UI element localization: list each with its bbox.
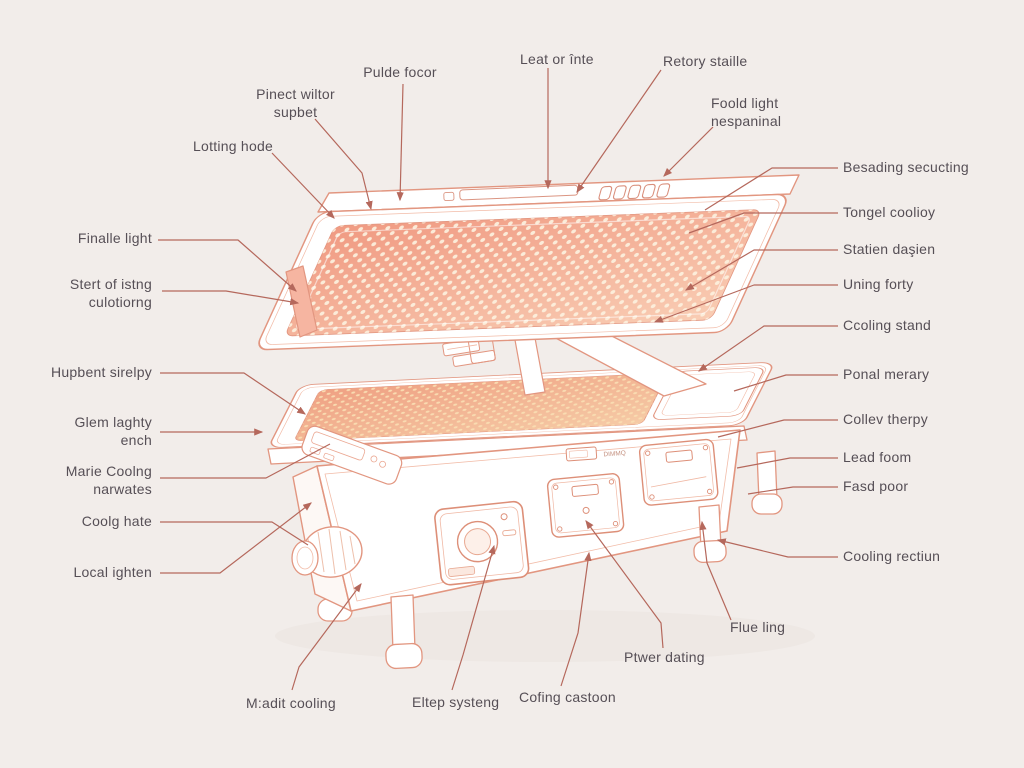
leader-cofing — [560, 551, 592, 687]
leader-lines — [158, 68, 838, 691]
leader-fasd — [747, 486, 838, 495]
leader-lotting — [271, 152, 335, 219]
label-cofing-castoon: Cofing castoon — [519, 689, 616, 705]
leader-retory — [576, 69, 662, 193]
label-hupbent: Hupbent sirelpy — [50, 364, 152, 380]
leader-eltep — [451, 544, 496, 691]
leader-madit — [291, 583, 362, 691]
label-lead-foom: Lead foom — [843, 449, 912, 465]
hinge-mechanism — [442, 328, 707, 397]
leader-foold — [663, 126, 714, 177]
label-glem: Glem laghty ench — [74, 414, 152, 448]
leader-stert — [162, 290, 300, 306]
leader-ponal — [733, 374, 838, 392]
leader-coolg — [160, 521, 309, 546]
label-ponal: Ponal merary — [843, 366, 930, 382]
label-pinect-wiltor: Pinect wiltor supbet — [256, 86, 335, 120]
label-marie: Marie Coolng narwates — [65, 463, 152, 497]
dial-control-panel — [434, 500, 530, 586]
label-leat-or-inte: Leat or înte — [520, 51, 594, 67]
leader-uning — [653, 284, 838, 323]
base-cabinet — [292, 429, 783, 670]
label-finalle-light: Finalle light — [77, 230, 152, 246]
label-pulde-focor: Pulde focor — [363, 64, 437, 80]
label-statien: Statien daşien — [843, 241, 936, 257]
label-stert: Stert of istng culotiorng — [69, 276, 152, 310]
lid-top-edge — [317, 174, 800, 213]
label-ptwer-dating: Ptwer dating — [624, 649, 705, 665]
label-uning: Uning forty — [843, 276, 914, 292]
dimmer-slot: DIMMQ — [565, 446, 626, 462]
deck-control-strip — [301, 425, 403, 485]
leader-collev — [717, 419, 838, 438]
label-flue-ling: Flue ling — [730, 619, 786, 635]
label-foold-light: Foold light nespaninal — [711, 95, 782, 129]
label-fasd-poor: Fasd poor — [843, 478, 909, 494]
label-tongel: Tongel coolioy — [843, 204, 936, 220]
leader-marie — [160, 443, 331, 479]
label-besading: Besading secucting — [843, 159, 969, 175]
label-collev: Collev therpy — [843, 411, 928, 427]
label-ccoling-stand: Ccoling stand — [843, 317, 932, 333]
label-retory-staille: Retory staille — [663, 53, 748, 69]
label-eltep-systeng: Eltep systeng — [412, 694, 500, 710]
label-coolg-hate: Coolg hate — [81, 513, 152, 529]
side-knob — [291, 526, 363, 578]
leader-flue — [699, 520, 732, 621]
leader-local — [160, 502, 312, 574]
dimmer-marking: DIMMQ — [603, 450, 626, 459]
leader-besading — [704, 167, 838, 211]
access-panel-middle — [546, 473, 625, 538]
leader-ptwer — [585, 520, 664, 649]
label-madit-cooling: M:adit cooling — [246, 695, 336, 711]
leader-coolrect — [716, 538, 838, 558]
leader-ccoling — [698, 325, 838, 372]
access-panel-right — [638, 438, 719, 506]
leader-pinect — [314, 118, 373, 211]
leader-finalle — [158, 239, 297, 292]
lid-buttons — [598, 183, 671, 201]
leader-tongel — [688, 212, 838, 234]
label-cooling-rectiun: Cooling rectiun — [843, 548, 941, 564]
label-lotting-hode: Lotting hode — [193, 138, 274, 154]
lid-panel — [258, 193, 787, 351]
leader-leadfoom — [736, 457, 838, 469]
leader-statien — [684, 249, 838, 291]
leader-hupbent — [160, 372, 306, 415]
label-local-ighten: Local ighten — [73, 564, 152, 580]
leader-pulde — [396, 83, 404, 202]
